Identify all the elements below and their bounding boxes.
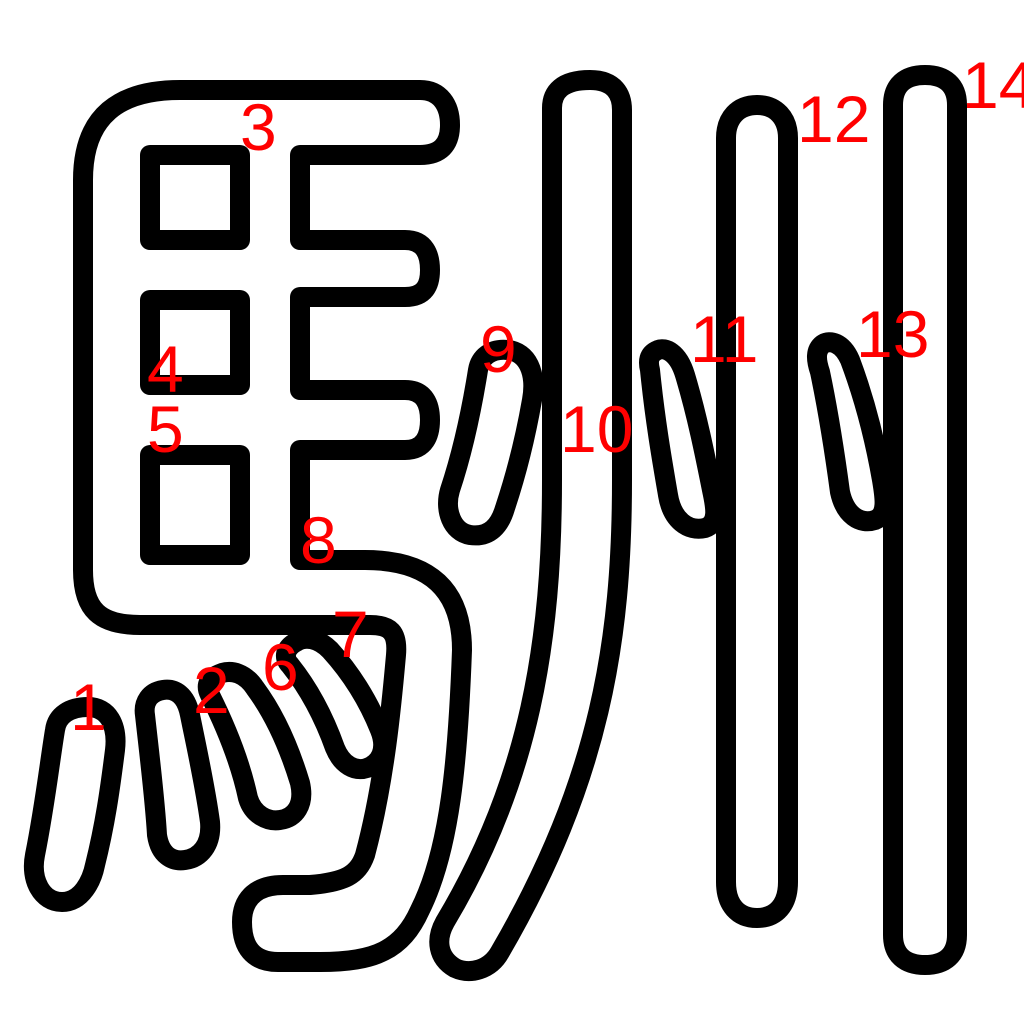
stroke-outline-13 [807, 332, 895, 532]
stroke-outline-2 [134, 679, 221, 871]
stroke-number-label: 7 [332, 597, 369, 671]
stroke-number-labels: 1 2 3 4 5 6 7 8 9 10 11 12 13 14 [70, 48, 1024, 744]
stroke-outline-1 [23, 697, 126, 912]
stroke-outlines [23, 65, 967, 981]
stroke-number-label: 4 [147, 332, 184, 406]
stroke-number-label: 6 [262, 630, 299, 704]
stroke-outline-7 [275, 628, 394, 779]
stroke-number-label: 3 [240, 90, 277, 164]
stroke-outline-10 [429, 70, 632, 981]
stroke-number-label: 13 [856, 297, 929, 371]
stroke-number-label: 12 [797, 82, 870, 156]
stroke-number-label: 2 [193, 653, 230, 727]
stroke-number-label: 10 [560, 392, 633, 466]
stroke-outline-11 [639, 339, 726, 539]
stroke-number-label: 1 [70, 670, 107, 744]
stroke-outline-12 [716, 95, 798, 928]
stroke-outline-14 [883, 65, 967, 975]
stroke-outline-horse-frame [73, 80, 472, 972]
stroke-number-label: 5 [147, 392, 184, 466]
stroke-outline-9 [438, 339, 544, 546]
stroke-number-label: 8 [300, 503, 337, 577]
stroke-outline-6 [197, 661, 312, 831]
stroke-number-label: 14 [962, 48, 1024, 122]
stroke-number-label: 9 [480, 312, 517, 386]
stroke-number-label: 11 [690, 302, 759, 376]
